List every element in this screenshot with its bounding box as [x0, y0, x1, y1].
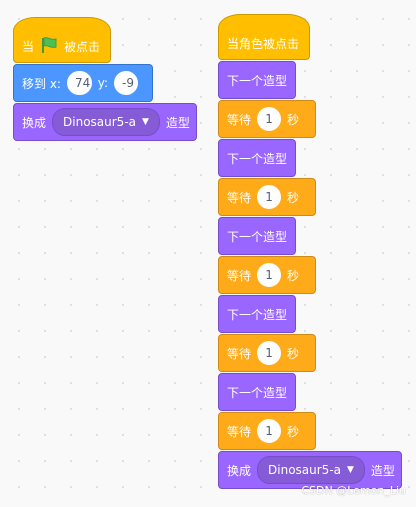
- next-costume-label: 下一个造型: [227, 151, 288, 166]
- when-flag-clicked-block[interactable]: 当 被点击: [13, 17, 111, 63]
- next-costume-label: 下一个造型: [227, 73, 288, 88]
- next-costume-block[interactable]: 下一个造型: [218, 295, 296, 333]
- wait-block[interactable]: 等待 1 秒: [218, 178, 316, 216]
- x-input[interactable]: 74: [66, 71, 92, 95]
- switch-label: 换成: [227, 463, 252, 478]
- wait-seconds-input[interactable]: 1: [257, 263, 282, 287]
- wait-block[interactable]: 等待 1 秒: [218, 334, 316, 372]
- chevron-down-icon: ▼: [142, 117, 149, 127]
- next-costume-block[interactable]: 下一个造型: [218, 217, 296, 255]
- script-stack-flag[interactable]: 当 被点击 移到 x: 74 y: -9 换成 Dinosaur5-a ▼ 造型: [13, 17, 197, 141]
- wait-label: 等待: [227, 190, 252, 205]
- switch-suffix: 造型: [165, 115, 190, 130]
- switch-costume-block[interactable]: 换成 Dinosaur5-a ▼ 造型: [218, 451, 402, 489]
- switch-label: 换成: [22, 115, 47, 130]
- hat-label: 当角色被点击: [227, 36, 300, 51]
- costume-value: Dinosaur5-a: [268, 463, 341, 477]
- switch-suffix: 造型: [370, 463, 395, 478]
- next-costume-label: 下一个造型: [227, 229, 288, 244]
- script-stack-sprite-click[interactable]: 当角色被点击 下一个造型 等待 1 秒 下一个造型 等待 1 秒 下一个造型 等…: [218, 14, 402, 489]
- wait-unit: 秒: [287, 268, 300, 283]
- chevron-down-icon: ▼: [347, 465, 354, 475]
- wait-unit: 秒: [287, 346, 300, 361]
- y-label: y:: [97, 76, 108, 90]
- hat-prefix: 当: [22, 39, 35, 54]
- goto-label: 移到 x:: [22, 76, 61, 91]
- green-flag-icon: [40, 36, 58, 57]
- costume-dropdown[interactable]: Dinosaur5-a ▼: [257, 456, 365, 484]
- next-costume-block[interactable]: 下一个造型: [218, 139, 296, 177]
- wait-seconds-input[interactable]: 1: [257, 107, 282, 131]
- wait-block[interactable]: 等待 1 秒: [218, 412, 316, 450]
- wait-unit: 秒: [287, 112, 300, 127]
- wait-block[interactable]: 等待 1 秒: [218, 100, 316, 138]
- wait-label: 等待: [227, 424, 252, 439]
- when-sprite-clicked-block[interactable]: 当角色被点击: [218, 14, 310, 60]
- wait-seconds-input[interactable]: 1: [257, 341, 282, 365]
- costume-dropdown[interactable]: Dinosaur5-a ▼: [52, 108, 160, 136]
- y-input[interactable]: -9: [114, 71, 138, 95]
- next-costume-block[interactable]: 下一个造型: [218, 373, 296, 411]
- wait-label: 等待: [227, 112, 252, 127]
- watermark: CSDN @Lemon_Liu: [301, 484, 406, 497]
- wait-label: 等待: [227, 268, 252, 283]
- switch-costume-block[interactable]: 换成 Dinosaur5-a ▼ 造型: [13, 103, 197, 141]
- wait-seconds-input[interactable]: 1: [257, 419, 282, 443]
- hat-suffix: 被点击: [64, 39, 101, 54]
- wait-unit: 秒: [287, 190, 300, 205]
- wait-block[interactable]: 等待 1 秒: [218, 256, 316, 294]
- wait-label: 等待: [227, 346, 252, 361]
- next-costume-block[interactable]: 下一个造型: [218, 61, 296, 99]
- next-costume-label: 下一个造型: [227, 307, 288, 322]
- wait-seconds-input[interactable]: 1: [257, 185, 282, 209]
- next-costume-label: 下一个造型: [227, 385, 288, 400]
- go-to-xy-block[interactable]: 移到 x: 74 y: -9: [13, 64, 153, 102]
- costume-value: Dinosaur5-a: [63, 115, 136, 129]
- wait-unit: 秒: [287, 424, 300, 439]
